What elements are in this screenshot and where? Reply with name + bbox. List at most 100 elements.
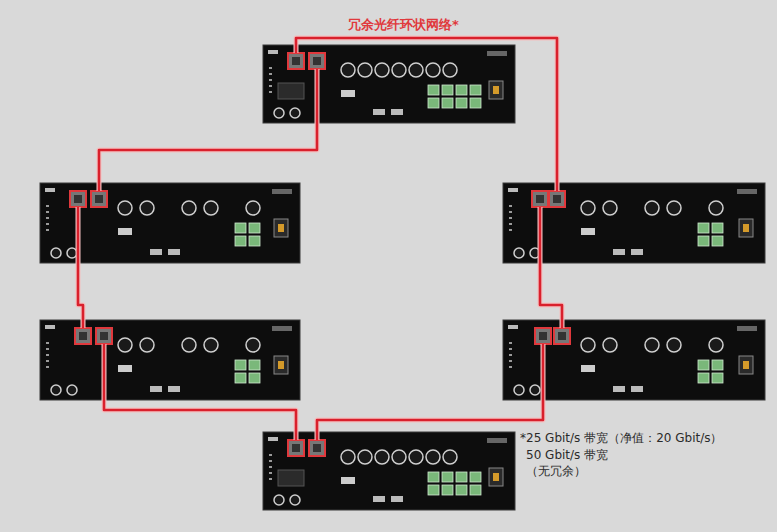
status-led [269,91,272,93]
rj45-port [712,373,723,383]
model-plate [272,189,292,194]
rj45-port [456,98,467,108]
bnc-connector [274,108,284,118]
rj45-port [456,472,467,482]
fiber-port-core [313,57,321,65]
rj45-port [456,485,467,495]
status-led [269,472,272,474]
fiber-port [549,191,565,207]
fiber-cable-halo [540,207,562,328]
diagram-title: 冗余光纤环状网络* [345,16,462,34]
dsub-connector [581,365,595,372]
rj45-port [712,360,723,370]
xlr-connector [409,63,423,77]
logo-mark [508,325,518,329]
rj45-port [428,85,439,95]
xlr-connector [392,63,406,77]
status-led [509,354,512,356]
bnc-connector [274,495,284,505]
power-inlet [739,356,753,374]
logo-mark [45,325,55,329]
status-led [46,229,49,231]
xlr-connector [667,338,681,352]
logo-mark [508,188,518,192]
rj45-port [428,98,439,108]
power-inlet [489,468,503,486]
status-led [509,205,512,207]
xlr-connector [709,338,723,352]
fiber-port-core [536,195,544,203]
xlr-connector [358,63,372,77]
rj45-port [249,223,260,233]
usb-connector [168,249,180,255]
fiber-port [91,191,107,207]
bnc-connector [530,385,540,395]
xlr-connector [204,201,218,215]
status-led [46,211,49,213]
status-led [509,348,512,350]
fiber-port [288,53,304,69]
xlr-connector [375,450,389,464]
fiber-port-core [292,444,300,452]
status-led [269,478,272,480]
display [278,470,304,486]
dsub-connector [118,228,132,235]
fiber-cable [78,207,83,328]
fiber-cable-halo [104,344,296,440]
status-led [46,217,49,219]
power-switch [743,361,749,369]
rj45-port [698,360,709,370]
fiber-port-core [100,332,108,340]
bnc-connector [51,385,61,395]
xlr-connector [118,201,132,215]
footnote-text: 50 Gbit/s 带宽 [526,447,608,463]
usb-connector [391,496,403,502]
logo-mark [268,437,278,441]
rj45-port [249,373,260,383]
device-unit [263,432,515,510]
rj45-port [235,223,246,233]
dsub-connector [341,90,355,97]
rj45-port [470,485,481,495]
xlr-connector [581,338,595,352]
usb-connector [150,249,162,255]
fiber-port-core [95,195,103,203]
status-led [46,205,49,207]
status-led [269,460,272,462]
bnc-connector [290,495,300,505]
xlr-connector [182,338,196,352]
status-led [269,454,272,456]
rj45-port [442,485,453,495]
device-unit [40,320,300,400]
xlr-connector [645,201,659,215]
status-led [269,67,272,69]
rj45-port [428,472,439,482]
rj45-port [698,223,709,233]
bnc-connector [514,248,524,258]
xlr-connector [246,201,260,215]
xlr-connector [392,450,406,464]
power-switch [278,361,284,369]
usb-connector [613,386,625,392]
fiber-port [535,328,551,344]
power-switch [493,473,499,481]
device-panel [40,320,300,400]
xlr-connector [409,450,423,464]
fiber-cable-halo [99,69,317,191]
rj45-port [698,373,709,383]
usb-connector [168,386,180,392]
status-led [46,360,49,362]
usb-connector [631,249,643,255]
fiber-cable [317,344,543,440]
power-inlet [739,219,753,237]
bnc-connector [51,248,61,258]
fiber-cable-halo [317,344,543,440]
power-inlet [274,356,288,374]
status-led [46,366,49,368]
xlr-connector [709,201,723,215]
bnc-connector [67,385,77,395]
rj45-port [249,360,260,370]
xlr-connector [426,63,440,77]
status-led [46,342,49,344]
model-plate [272,326,292,331]
